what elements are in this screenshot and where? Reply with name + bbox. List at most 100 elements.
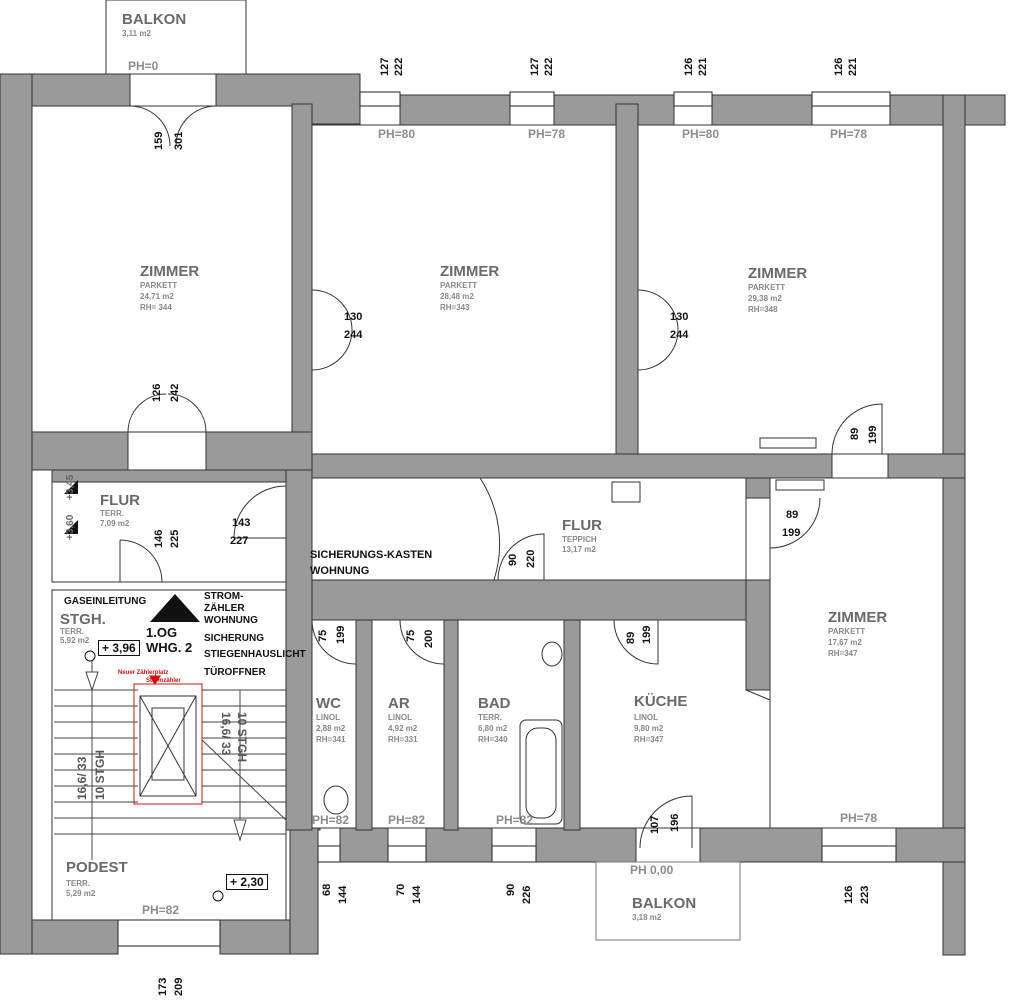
dim-z2-door-b: 244 [344,329,363,341]
kueche-title: KÜCHE [634,693,688,710]
meter-triangle-icon [150,594,200,622]
room-flur-main-area [311,477,747,581]
wall-bottom-seg3 [535,827,637,863]
balkon-bottom-outline [595,861,741,941]
wall-bottom-seg1 [339,827,389,863]
ph-label: PH=78 [830,127,868,141]
door-z3b-swing [831,403,883,455]
dim-balcony-door-a: 159 [153,131,165,150]
note-sicherungskasten: SICHERUNGS-KASTEN [310,549,433,561]
dim-z3-door-a: 130 [670,311,689,323]
flur-main-area: 13,17 m2 [562,545,596,554]
note-gas: GASEINLEITUNG [64,596,147,607]
wall-z1-right [291,103,313,475]
wall-flur-left-bottom [51,469,287,483]
wall-service-top [311,579,747,621]
door-z4-swing [769,497,821,549]
bad-title: BAD [478,695,511,712]
dim-bottom-z4-b: 223 [859,885,871,904]
dim-z1-door-b: 242 [169,383,181,402]
room-zimmer2-area [311,124,617,455]
room-zimmer1-area [31,105,293,433]
radiator2-icon [775,479,825,491]
level-marker-circle-1 [84,650,96,662]
dim-top1-a: 127 [379,57,391,76]
zimmer2-area: 28,48 m2 [440,292,474,301]
zimmer1-area: 24,71 m2 [140,292,174,301]
balkon-top-area: 3,11 m2 [122,29,151,38]
ph-label: PH 0,00 [630,863,674,877]
wc-floor: LINOL [316,713,340,722]
door-z1-swing [127,393,207,433]
zimmer1-title: ZIMMER [140,263,200,280]
level-a: +3,45 [65,474,76,500]
stair-label-4: 16,6/ 33 [75,756,89,800]
dim-top3-a: 126 [683,57,695,76]
red-note-1: Neuer Zählerplatz [118,670,169,676]
level-marker-icon-b [64,520,78,534]
dim-bottom-ar-b: 144 [411,885,423,904]
wall-mid-right [887,453,966,479]
balkon-top-title: BALKON [122,11,187,28]
red-note-2: Stromzähler [146,678,181,684]
window-bottom-ar [387,845,427,863]
wall-top-mid3 [553,94,675,126]
dim-bottom-podest-a: 173 [157,977,169,996]
stair-label-2: 16,6/ 33 [219,712,233,756]
dim-z2-door-a: 130 [344,311,363,323]
wall-left [0,73,33,955]
podest-floor: TERR. [66,879,90,888]
dim-bad-door-a: 90 [507,553,519,566]
room-zimmer4-area [769,477,944,829]
stgh-title: STGH. [60,611,106,628]
zimmer3-rh: RH=348 [748,305,778,314]
flur-left-floor: TERR. [100,509,124,518]
balkon-top-outline [105,0,247,75]
note-sich2: STIEGENHAUSLICHT [204,649,306,660]
dim-bottom-wc-b: 144 [337,885,349,904]
flur-left-area: 7,09 m2 [100,519,130,528]
door-balkon-swing [129,105,217,147]
podest-title: PODEST [66,859,128,876]
wall-z2-right [615,103,639,475]
wc-area: 2,88 m2 [316,724,346,733]
zimmer4-rh: RH=347 [828,649,858,658]
dim-z1-door-a: 126 [151,383,163,402]
wall-kue-z4 [745,579,771,691]
ar-rh: RH=331 [388,735,418,744]
balkon-bottom-area: 3,18 m2 [632,913,662,922]
dim-bad-door-b: 220 [525,549,537,568]
dim-wc-door-b: 199 [335,625,347,644]
wall-bottom-seg5 [895,827,966,863]
door-bad-swing [497,533,545,581]
kueche-area: 9,80 m2 [634,724,664,733]
dim-kueche-door-a: 89 [625,631,637,644]
flur-main-title: FLUR [562,517,602,534]
door-wc-swing [311,619,357,665]
bathtub-icon [519,719,563,825]
note-whg: WHG. 2 [146,640,193,655]
window-top-3 [673,91,713,107]
door-balkon-bottom-swing [639,795,693,849]
door-ar-swing [399,619,445,665]
balkon-bottom-title: BALKON [632,895,697,912]
stair-label-3: 10 STGH [93,749,107,800]
door-z2-swing [311,289,353,371]
level-box-1: + 3,96 [98,640,140,656]
dim-wc-door-a: 75 [317,629,329,642]
room-kueche-area [579,619,771,829]
ar-title: AR [388,695,410,712]
zimmer2-rh: RH=343 [440,303,470,312]
meter-marking [133,675,203,805]
dim-z4-door-b: 199 [782,527,801,539]
window-bottom-wc [317,845,341,863]
room-stgh-area [51,589,287,921]
wall-bottom-left [31,919,119,955]
ph-label: PH=80 [378,127,416,141]
dim-bottom-bad-a: 90 [505,883,517,896]
window-bottom-podest [117,919,221,947]
dim-z4-door-a: 89 [786,509,799,521]
wall-mid-left [31,431,129,471]
dim-top4-a: 126 [833,57,845,76]
